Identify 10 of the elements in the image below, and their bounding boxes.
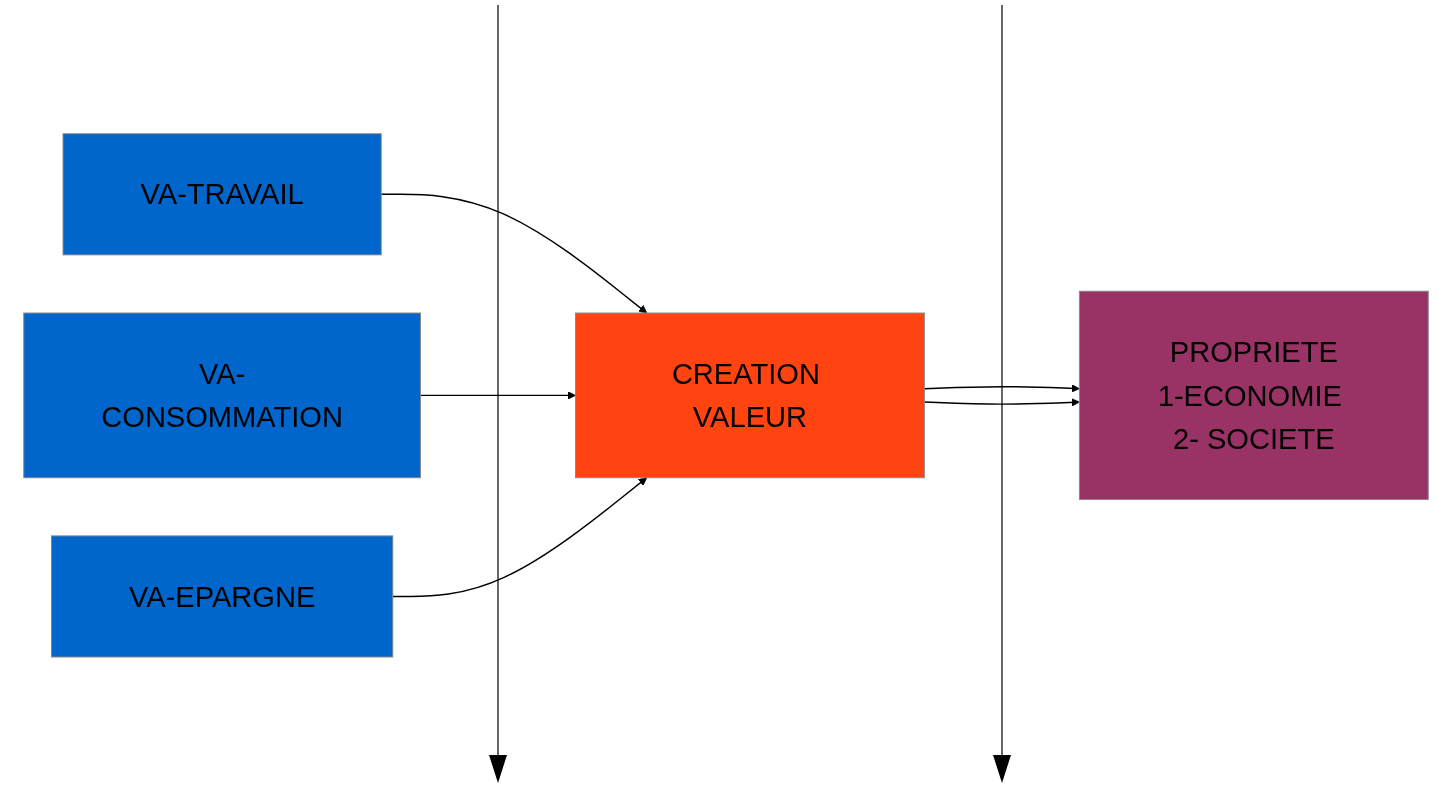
node-box: CREATION VALEUR — [575, 312, 925, 479]
arrow — [923, 384, 1080, 393]
arrow — [392, 477, 648, 598]
node-box: PROPRIETE 1-ECONOMIE 2- SOCIETE — [1078, 290, 1429, 501]
node-box: VA-EPARGNE — [50, 535, 394, 658]
node-box: VA-TRAVAIL — [62, 133, 382, 256]
arrow — [923, 398, 1080, 407]
node-box: VA-CONSOMMATION — [23, 312, 421, 479]
arrow — [380, 193, 648, 314]
arrow — [419, 391, 576, 400]
